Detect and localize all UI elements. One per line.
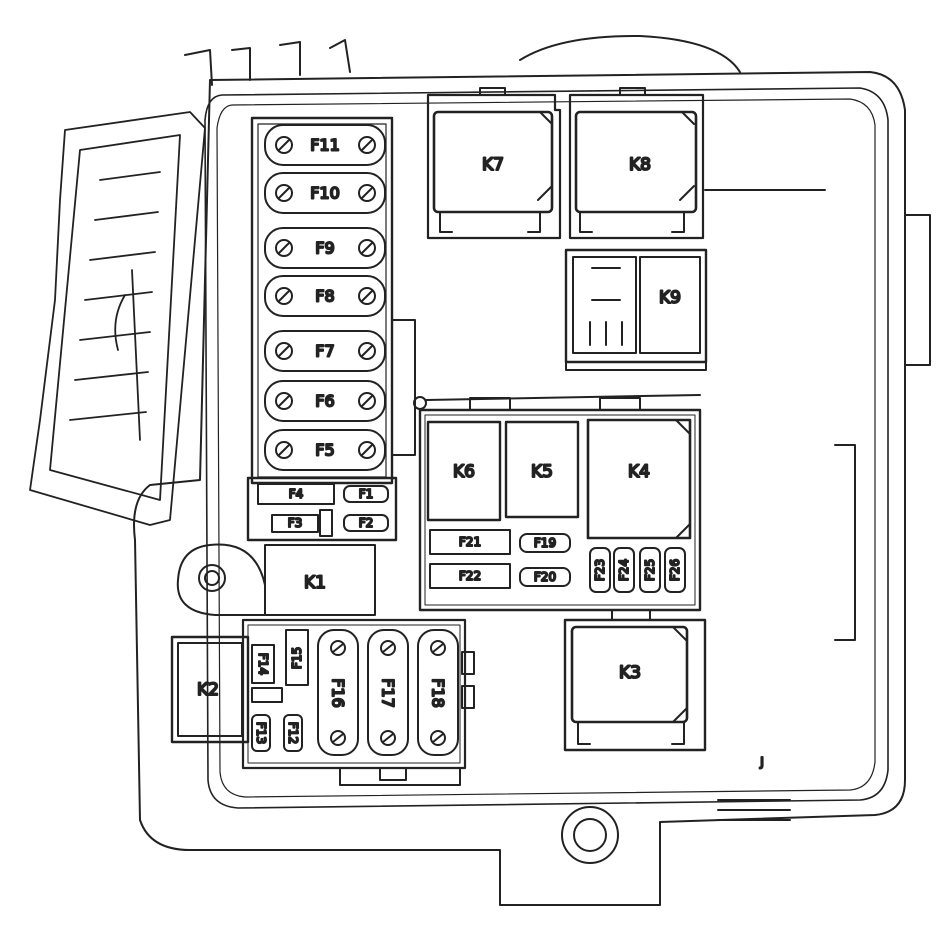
- fuse-label-F6: F6: [315, 392, 334, 411]
- fuse-label-F10: F10: [310, 184, 340, 203]
- relay-label-K5: K5: [531, 462, 553, 482]
- fuse-F7: F7: [264, 330, 386, 372]
- relay-label-K1: K1: [304, 573, 326, 593]
- fuse-label-F8: F8: [315, 287, 334, 306]
- fuse-label-F18: F18: [429, 678, 448, 708]
- fuse-label-F15: F15: [290, 647, 304, 669]
- fuse-label-F11: F11: [310, 136, 340, 155]
- fuse-label-F17: F17: [379, 678, 398, 708]
- relay-label-K7: K7: [482, 155, 504, 175]
- bolt-terminal: [176, 543, 266, 616]
- middle-block: K6 K5 K4 F21 F22 F19 F20 F23 F24 F25 F26: [418, 397, 702, 612]
- relay-K1: K1: [264, 544, 376, 616]
- fuse-F11: F11: [264, 124, 386, 166]
- fuse-label-F21: F21: [459, 535, 481, 549]
- fuse-label-F7: F7: [315, 342, 334, 361]
- fuse-label-F25: F25: [643, 559, 657, 581]
- relay-label-K2: K2: [197, 680, 219, 700]
- stray-mark: J: [759, 755, 764, 769]
- fuse-label-F5: F5: [315, 441, 334, 460]
- relay-label-K3: K3: [619, 663, 641, 683]
- fuse-label-F16: F16: [329, 678, 348, 708]
- fuse-F6: F6: [264, 380, 386, 422]
- fuse-label-F1: F1: [359, 487, 374, 501]
- relay-K8: K8: [568, 87, 826, 240]
- relay-K9: K9: [564, 248, 708, 371]
- fuse-label-F14: F14: [256, 653, 270, 675]
- relay-label-K6: K6: [453, 462, 475, 482]
- bottom-left-block: K2 F14 F15 F13 F12 F16 F17 F18: [170, 618, 475, 786]
- relay-label-K4: K4: [628, 462, 650, 482]
- fuse-label-F13: F13: [254, 722, 268, 744]
- relay-K7: K7: [426, 87, 562, 240]
- fuse-label-F12: F12: [286, 722, 300, 744]
- fuse-label-F4: F4: [289, 487, 304, 501]
- fuse-F9: F9: [264, 227, 386, 269]
- relay-K3: K3: [563, 609, 707, 752]
- fuse-label-F22: F22: [459, 569, 481, 583]
- fuse-label-F19: F19: [534, 536, 556, 550]
- relay-label-K8: K8: [629, 155, 651, 175]
- fuse-label-F26: F26: [668, 559, 682, 581]
- fuse-label-F9: F9: [315, 239, 334, 258]
- small-fuse-block: F4 F1 F3 F2: [246, 476, 398, 542]
- fuse-F8: F8: [264, 275, 386, 317]
- fuse-label-F20: F20: [534, 570, 556, 584]
- fuse-F5: F5: [264, 429, 386, 471]
- mounting-eye: [561, 806, 619, 864]
- fuse-label-F3: F3: [288, 516, 303, 530]
- side-latch-flap: [29, 111, 206, 526]
- fuse-label-F23: F23: [593, 559, 607, 581]
- fuse-F10: F10: [264, 172, 386, 214]
- fuse-label-F24: F24: [617, 559, 631, 581]
- fuse-label-F2: F2: [359, 516, 374, 530]
- housing-outline: [133, 34, 931, 906]
- relay-label-K9: K9: [659, 288, 681, 308]
